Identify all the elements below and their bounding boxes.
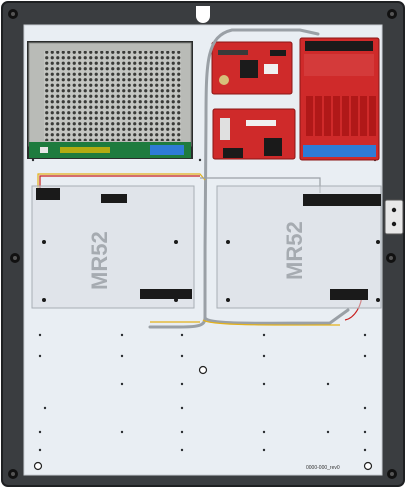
psu-blue-terminal bbox=[150, 145, 184, 155]
frame-screws bbox=[8, 9, 397, 479]
right-tray: MR52 bbox=[216, 185, 382, 309]
left-tray: MR52 bbox=[31, 185, 195, 309]
red-controller-board bbox=[211, 41, 293, 95]
backplate-holes bbox=[31, 158, 377, 452]
standoffs bbox=[33, 365, 373, 471]
power-supply bbox=[27, 41, 193, 159]
right-tray-label: MR52 bbox=[282, 221, 307, 280]
cable-harness bbox=[148, 28, 350, 329]
relays bbox=[306, 96, 376, 136]
red-relay-board bbox=[299, 37, 380, 161]
red-power-board bbox=[212, 108, 296, 160]
relay-blue-terminal bbox=[303, 145, 376, 157]
part-number: 0000-000_rev0 bbox=[306, 465, 340, 471]
side-bracket bbox=[384, 199, 404, 235]
left-tray-label: MR52 bbox=[87, 231, 112, 290]
top-keyhole bbox=[196, 6, 210, 23]
